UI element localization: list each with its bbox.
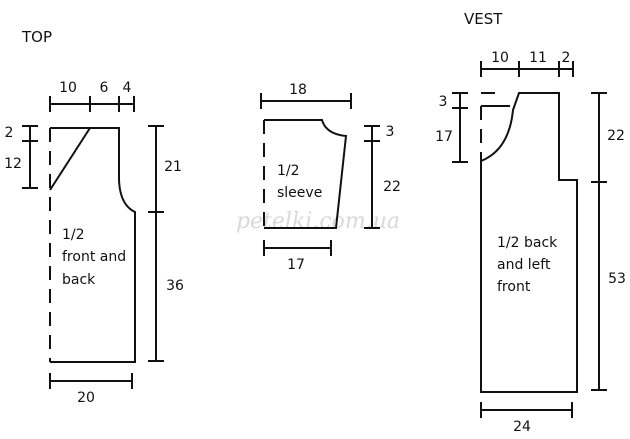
top-label-line-3: back xyxy=(62,272,96,288)
sleeve-label-line-1: 1/2 xyxy=(277,163,300,179)
sleeve-dim-3: 3 xyxy=(386,124,395,140)
top-title: TOP xyxy=(21,28,52,46)
vest-dim-10: 10 xyxy=(491,50,509,66)
top-dim-6: 6 xyxy=(100,80,109,96)
top-piece-outline xyxy=(49,127,136,363)
sleeve-dim-18: 18 xyxy=(289,82,307,98)
top-dim-12: 12 xyxy=(4,156,22,172)
sleeve-label-line-2: sleeve xyxy=(277,185,322,201)
top-label-line-2: front and xyxy=(62,249,126,265)
sleeve-dim-22: 22 xyxy=(383,179,401,195)
top-label-line-1: 1/2 xyxy=(62,227,85,243)
vest-dim-24: 24 xyxy=(513,419,531,435)
vest-label-line-3: front xyxy=(497,279,531,295)
vest-dim-53: 53 xyxy=(608,271,626,287)
vest-label-line-2: and left xyxy=(497,257,551,273)
vest-pattern: VEST 10 11 2 3 17 22 53 24 1/2 ba xyxy=(435,10,626,435)
sleeve-dim-17: 17 xyxy=(287,257,305,273)
vest-title: VEST xyxy=(464,10,503,28)
vest-label-line-1: 1/2 back xyxy=(497,235,558,251)
top-dim-4: 4 xyxy=(123,80,132,96)
vest-piece-outline xyxy=(480,92,578,393)
top-dim-2: 2 xyxy=(5,125,14,141)
watermark: petelki.com.ua xyxy=(236,209,400,234)
sleeve-piece-outline xyxy=(264,119,348,229)
vest-dim-17: 17 xyxy=(435,129,453,145)
vest-dim-11: 11 xyxy=(529,50,547,66)
top-dim-10: 10 xyxy=(59,80,77,96)
vest-dim-2: 2 xyxy=(562,50,571,66)
top-dim-36: 36 xyxy=(166,278,184,294)
top-dim-21: 21 xyxy=(164,159,182,175)
vest-dim-3: 3 xyxy=(439,94,448,110)
sleeve-pattern: 18 3 22 17 1/2 sleeve xyxy=(260,82,401,273)
top-dim-20: 20 xyxy=(77,390,95,406)
top-pattern: TOP 10 6 4 2 12 21 36 20 1/2 xyxy=(4,28,184,406)
vest-dim-22: 22 xyxy=(607,128,625,144)
